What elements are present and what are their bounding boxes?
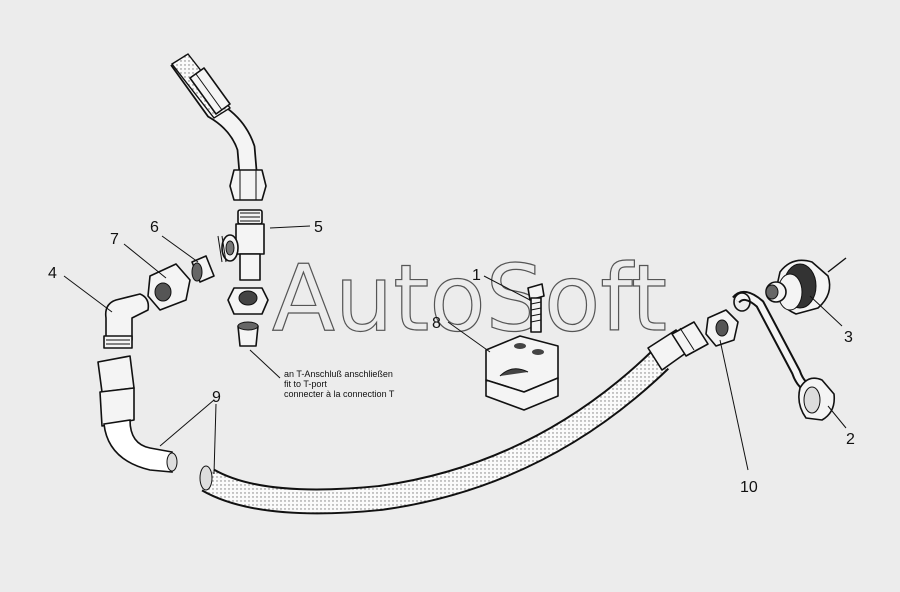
watermark: AutoSoft [272,245,667,352]
label-3: 3 [844,329,853,346]
elbow-fitting [103,293,150,349]
dust-cap [732,290,836,421]
quick-coupling [765,257,847,315]
long-hose [199,321,709,515]
label-4: 4 [48,265,57,282]
label-1: 1 [472,267,481,284]
clamp-block [485,335,559,411]
label-2: 2 [846,431,855,448]
note-german: an T-Anschluß anschließen [284,369,393,379]
label-6: 6 [150,219,159,236]
left-hose [97,355,178,473]
hex-nut [705,309,739,347]
lower-olive [237,321,259,347]
label-8: 8 [432,315,441,332]
label-5: 5 [314,219,323,236]
note-english: fit to T-port [284,379,327,389]
upper-pipe [170,53,258,173]
label-9: 9 [212,389,221,406]
t-connector [217,209,265,281]
label-10: 10 [740,479,758,496]
leader-lines [63,225,847,475]
ferrule [191,255,215,283]
label-7: 7 [110,231,119,248]
screw [527,283,545,333]
note-french: connecter à la connection T [284,389,395,399]
union-nut [147,263,191,311]
upper-nut [229,169,267,201]
lower-nut [227,287,269,315]
